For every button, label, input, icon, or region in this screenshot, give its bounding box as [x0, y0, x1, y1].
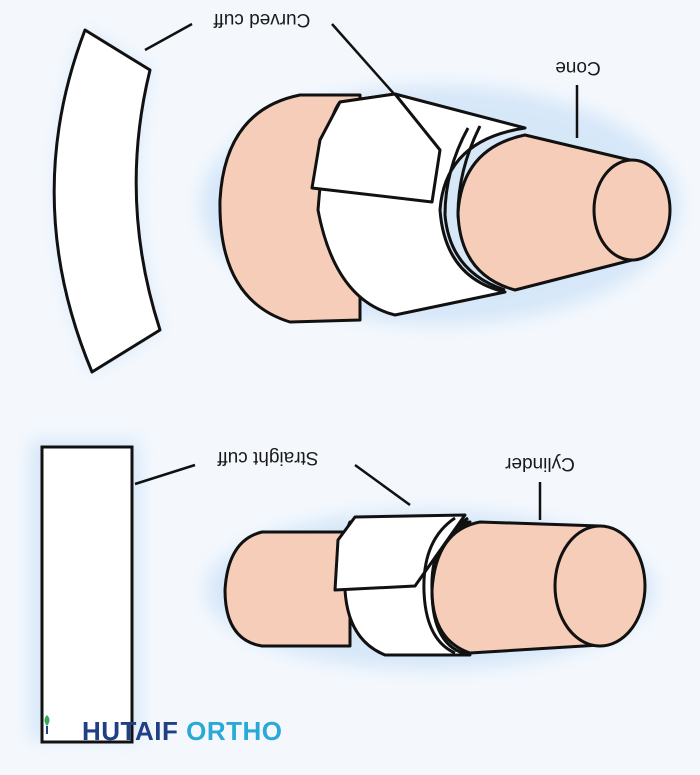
curved-cuff-label: Curved cuff [213, 9, 311, 30]
straight-cuff-shape [40, 445, 134, 744]
leader-lines [134, 22, 579, 520]
straight-cuff-leader-right [354, 463, 411, 507]
watermark-part2: ORTHO [186, 716, 283, 746]
cone-cuff-tab [310, 92, 442, 204]
straight-cuff-label: Straight cuff [217, 447, 319, 468]
cylinder-body [430, 520, 602, 655]
cylinder-left-end [223, 530, 352, 648]
cylinder-end [553, 524, 647, 648]
cone-shaft [456, 133, 634, 292]
watermark-logo-icon [44, 715, 50, 734]
curved-cuff-leader-right [331, 23, 396, 96]
watermark: HUTAIF ORTHO [82, 716, 283, 747]
curved-cuff-leader-left [144, 22, 193, 52]
cylinder-assembly [223, 513, 647, 657]
straight-cuff-leader-left [134, 463, 196, 486]
cylinder-label: Cylinder [504, 453, 574, 474]
cone-tip [592, 158, 672, 262]
curved-cuff-shape [52, 28, 162, 374]
cone-label: Cone [555, 57, 600, 78]
cone-assembly [218, 92, 672, 324]
watermark-part1: HUTAIF [82, 716, 179, 746]
